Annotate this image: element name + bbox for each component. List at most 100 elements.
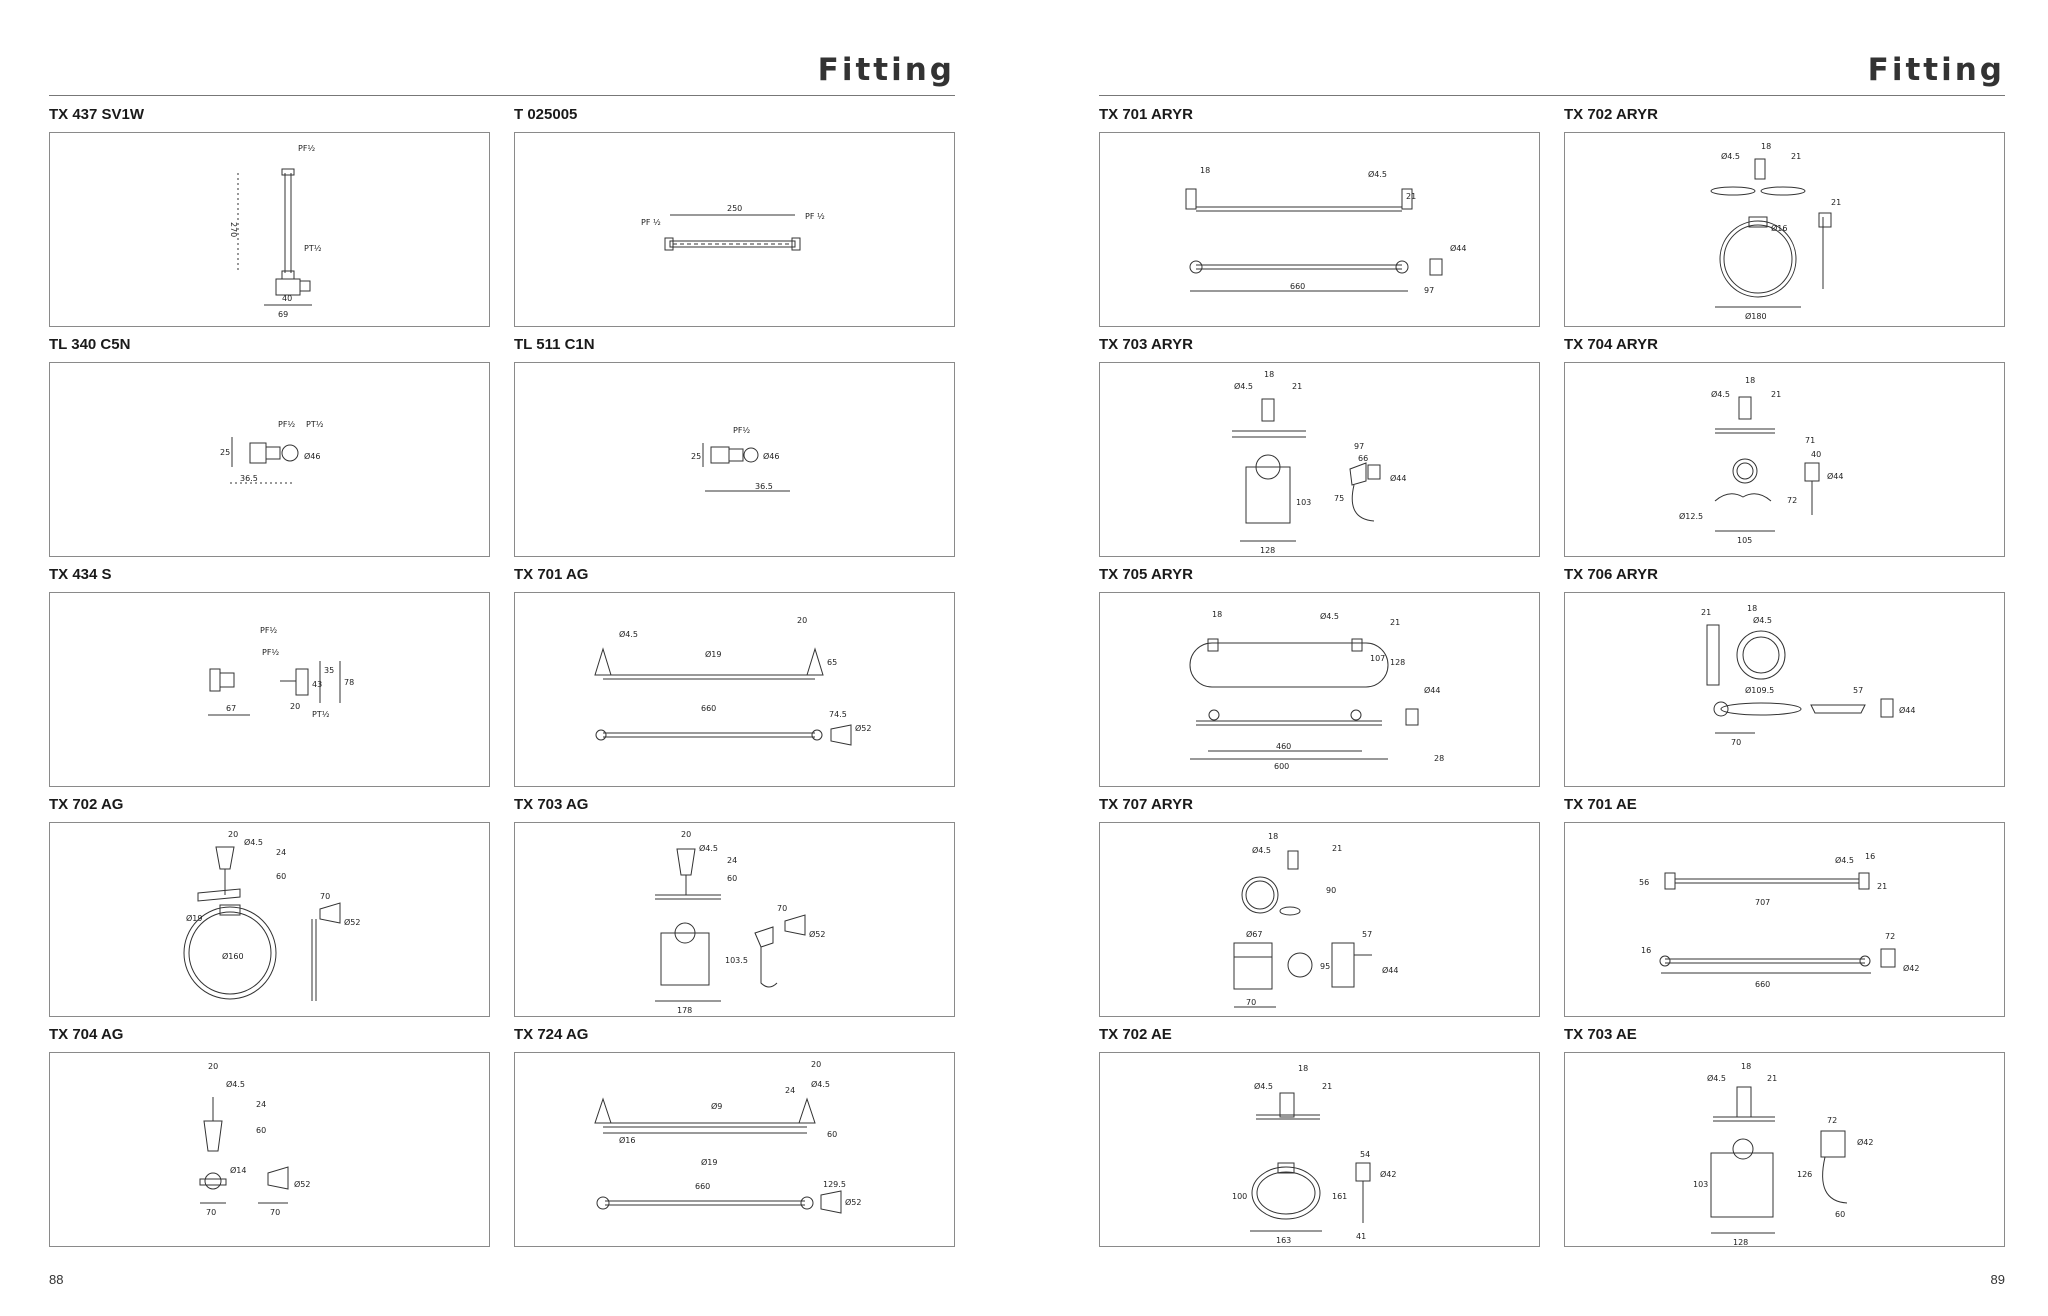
product-code: TX 707 ARYR xyxy=(1099,796,1193,813)
dimension-label: 69 xyxy=(278,310,288,319)
dimension-label: 40 xyxy=(1811,450,1821,459)
dimension-label: Ø44 xyxy=(1390,473,1406,483)
dimension-label: Ø12.5 xyxy=(1679,511,1703,521)
product-code: T 025005 xyxy=(514,106,578,123)
dimension-label: 72 xyxy=(1827,1116,1837,1125)
dimension-label: Ø19 xyxy=(705,649,721,659)
dimension-label: 178 xyxy=(677,1006,692,1015)
dimension-label: 70 xyxy=(1731,738,1741,747)
product-code: TL 340 C5N xyxy=(49,336,131,353)
dimension-label: 16 xyxy=(1865,852,1875,861)
dimension-label: 56 xyxy=(1639,878,1649,887)
dimension-label: Ø4.5 xyxy=(619,629,638,639)
dimension-label: 18 xyxy=(1747,604,1757,613)
dimension-label: 35 xyxy=(324,666,334,675)
dimension-label: Ø44 xyxy=(1450,243,1466,253)
dimension-label: Ø4.5 xyxy=(1254,1081,1273,1091)
dimension-label: 24 xyxy=(785,1086,795,1095)
dimension-label: 21 xyxy=(1877,882,1887,891)
dimension-label: 60 xyxy=(1835,1210,1845,1219)
dimension-label: 72 xyxy=(1885,932,1895,941)
dimension-label: 25 xyxy=(220,448,230,457)
heading-rule xyxy=(1099,95,2005,96)
dimension-label: 660 xyxy=(1755,980,1770,989)
technical-drawing: PF½ PT½ 25 Ø46 36.5 xyxy=(49,362,490,557)
dimension-label: Ø4.5 xyxy=(1320,611,1339,621)
dimension-label: Ø160 xyxy=(222,951,244,961)
dimension-label: 107 xyxy=(1370,654,1385,663)
dimension-label: Ø4.5 xyxy=(1835,855,1854,865)
dimension-label: 103.5 xyxy=(725,956,748,965)
dimension-label: 163 xyxy=(1276,1236,1291,1245)
dimension-label: Ø44 xyxy=(1424,685,1440,695)
dimension-label: 126 xyxy=(1797,1170,1812,1179)
dimension-label: Ø52 xyxy=(845,1197,861,1207)
dimension-label: 70 xyxy=(206,1208,216,1217)
technical-drawing: Ø4.5 16 56 21 707 72 16 Ø42 660 xyxy=(1564,822,2005,1017)
dimension-label: 78 xyxy=(344,678,354,687)
dimension-label: 21 xyxy=(1771,390,1781,399)
technical-drawing: PF½ 270 PT½ 40 69 xyxy=(49,132,490,327)
dimension-label: 20 xyxy=(290,702,300,711)
technical-drawing: 20 Ø4.5 24 60 Ø14 70 70 Ø52 xyxy=(49,1052,490,1247)
dimension-label: 128 xyxy=(1260,546,1275,555)
dimension-label: 20 xyxy=(208,1062,218,1071)
dimension-label: 707 xyxy=(1755,898,1770,907)
dimension-label: 57 xyxy=(1362,930,1372,939)
product-code: TX 703 AE xyxy=(1564,1026,1637,1043)
dimension-label: Ø44 xyxy=(1899,705,1915,715)
dimension-label: PF½ xyxy=(260,626,277,635)
dimension-label: 60 xyxy=(256,1126,266,1135)
technical-drawing: 20 24 Ø4.5 Ø9 Ø16 60 Ø19 660 129.5 Ø52 xyxy=(514,1052,955,1247)
dimension-label: 600 xyxy=(1274,762,1289,771)
dimension-label: Ø4.5 xyxy=(1252,845,1271,855)
dimension-label: Ø67 xyxy=(1246,929,1262,939)
dimension-label: 41 xyxy=(1356,1232,1366,1241)
dimension-label: 18 xyxy=(1298,1064,1308,1073)
dimension-label: 70 xyxy=(270,1208,280,1217)
dimension-label: 24 xyxy=(276,848,286,857)
dimension-label: PT½ xyxy=(312,710,330,719)
dimension-label: Ø180 xyxy=(1745,311,1767,321)
technical-drawing: 18 Ø4.5 21 72 Ø42 103 126 128 60 xyxy=(1564,1052,2005,1247)
technical-drawing: 18 Ø4.5 21 660 Ø44 97 xyxy=(1099,132,1540,327)
heading-rule xyxy=(49,95,955,96)
product-code: TX 701 AE xyxy=(1564,796,1637,813)
product-code: TX 702 AE xyxy=(1099,1026,1172,1043)
dimension-label: 660 xyxy=(701,704,716,713)
product-code: TL 511 C1N xyxy=(514,336,595,353)
dimension-label: 60 xyxy=(276,872,286,881)
dimension-label: 18 xyxy=(1212,610,1222,619)
dimension-label: Ø52 xyxy=(294,1179,310,1189)
dimension-label: 161 xyxy=(1332,1192,1347,1201)
dimension-label: 103 xyxy=(1693,1180,1708,1189)
dimension-label: Ø19 xyxy=(186,913,202,923)
dimension-label: 18 xyxy=(1761,142,1771,151)
technical-drawing: 18 Ø4.5 21 90 Ø67 57 95 Ø44 70 xyxy=(1099,822,1540,1017)
dimension-label: 21 xyxy=(1322,1082,1332,1091)
dimension-label: 105 xyxy=(1737,536,1752,545)
dimension-label: Ø19 xyxy=(701,1157,717,1167)
technical-drawing: 18 Ø4.5 21 97 66 Ø44 75 103 128 xyxy=(1099,362,1540,557)
dimension-label: 24 xyxy=(727,856,737,865)
dimension-label: PT½ xyxy=(304,244,322,253)
dimension-label: 21 xyxy=(1406,192,1416,201)
dimension-label: 128 xyxy=(1390,658,1405,667)
dimension-label: 71 xyxy=(1805,436,1815,445)
left-page: Fitting TX 437 SV1W PF½ 270 PT½ 40 69 T … xyxy=(49,0,955,1316)
page-heading: Fitting xyxy=(1867,52,2005,88)
dimension-label: 18 xyxy=(1200,166,1210,175)
dimension-label: 20 xyxy=(797,616,807,625)
dimension-label: 20 xyxy=(681,830,691,839)
product-code: TX 437 SV1W xyxy=(49,106,145,123)
technical-drawing: Ø4.5 20 Ø19 65 660 74.5 Ø52 xyxy=(514,592,955,787)
technical-drawing: PF½ PF½ 35 78 43 67 20 PT½ xyxy=(49,592,490,787)
technical-drawing: 250 PF ½ PF ½ xyxy=(514,132,955,327)
dimension-label: 460 xyxy=(1276,742,1291,751)
dimension-label: 21 xyxy=(1791,152,1801,161)
dimension-label: 129.5 xyxy=(823,1180,846,1189)
technical-drawing: 21 18 Ø4.5 Ø109.5 57 Ø44 70 xyxy=(1564,592,2005,787)
dimension-label: 28 xyxy=(1434,754,1444,763)
dimension-label: Ø42 xyxy=(1903,963,1919,973)
product-code: TX 703 AG xyxy=(514,796,589,813)
